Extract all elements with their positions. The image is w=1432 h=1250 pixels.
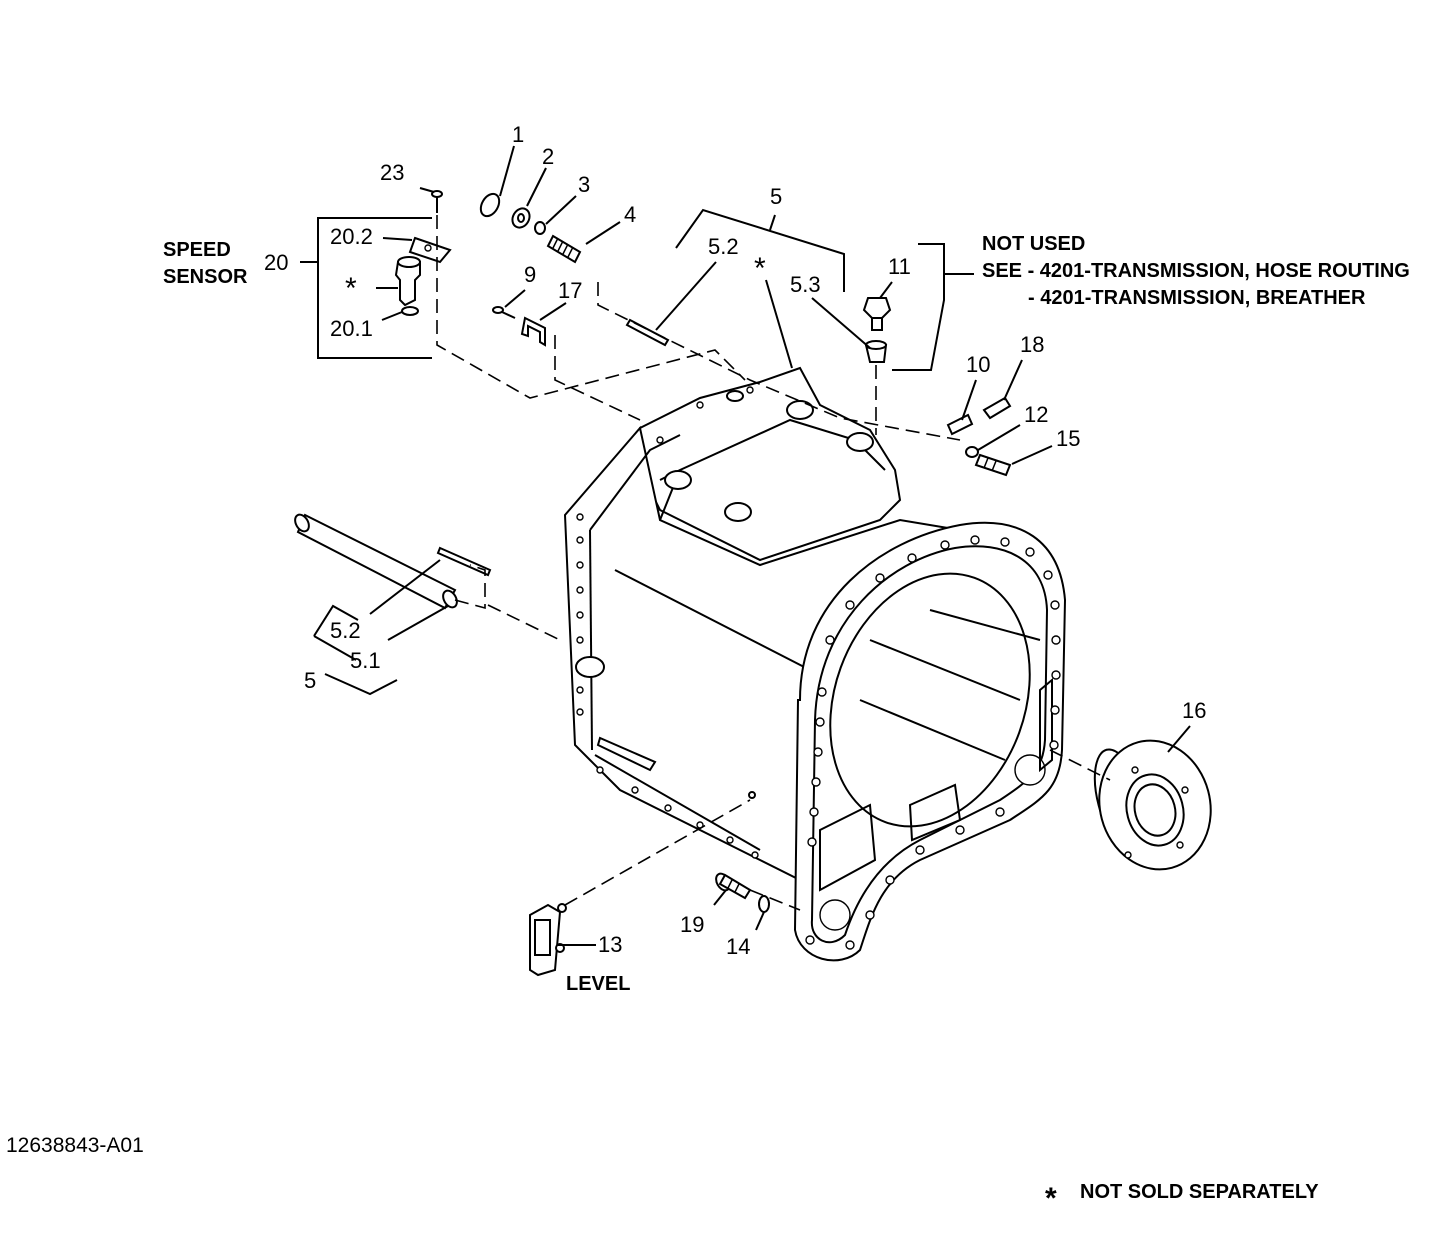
callout-20: 20 xyxy=(264,250,288,275)
callout-12: 12 xyxy=(1024,402,1048,427)
screw-part-23 xyxy=(431,190,443,213)
seal-part-16 xyxy=(1093,739,1212,871)
footnote: * NOT SOLD SEPARATELY xyxy=(1045,1181,1319,1215)
footnote-text: NOT SOLD SEPARATELY xyxy=(1080,1181,1319,1203)
callout-23: 23 xyxy=(380,160,404,185)
callout-20-1: 20.1 xyxy=(330,316,373,341)
speed-sensor-label-line1: SPEED xyxy=(163,239,231,261)
callout-18: 18 xyxy=(1020,332,1044,357)
callout-5-2-top: 5.2 xyxy=(708,234,739,259)
callout-4: 4 xyxy=(624,202,636,227)
callout-10: 10 xyxy=(966,352,990,377)
callout-16: 16 xyxy=(1182,698,1206,723)
callout-5-1: 5.1 xyxy=(350,648,381,673)
speed-sensor-label-line2: SENSOR xyxy=(163,266,248,288)
callout-13: 13 xyxy=(598,932,622,957)
snap-ring-part-1 xyxy=(479,192,501,218)
shaft-part-5-1 xyxy=(294,513,458,610)
screw-part-9 xyxy=(492,306,516,319)
washer-part-3 xyxy=(534,221,546,235)
callout-3: 3 xyxy=(578,172,590,197)
not-used-title: NOT USED xyxy=(982,233,1085,255)
callout-labels: 1 2 3 4 23 20.2 20 * 20.1 9 17 5 5.2 * 5… xyxy=(264,122,1206,959)
figure-id: 12638843-A01 xyxy=(6,1134,144,1157)
callout-17: 17 xyxy=(558,278,582,303)
pin-part-5-2-left xyxy=(436,546,492,577)
callout-1: 1 xyxy=(512,122,524,147)
callout-star-sensor: * xyxy=(345,272,357,305)
fitting-part-11 xyxy=(862,297,892,363)
not-used-reference-1: SEE - 4201-TRANSMISSION, HOSE ROUTING xyxy=(982,260,1410,282)
assembly-dashed-lines xyxy=(436,215,1111,911)
callout-2: 2 xyxy=(542,144,554,169)
speed-sensor-bracket xyxy=(408,236,452,264)
callout-15: 15 xyxy=(1056,426,1080,451)
level-label: LEVEL xyxy=(566,973,630,995)
transmission-housing xyxy=(563,366,1067,962)
footnote-symbol: * xyxy=(1045,1182,1057,1215)
callout-19: 19 xyxy=(680,912,704,937)
plug-part-10 xyxy=(946,413,974,436)
group-labels: SPEED SENSOR LEVEL NOT USED SEE - 4201-T… xyxy=(163,233,1410,995)
bolt-part-15 xyxy=(974,453,1012,477)
clip-part-17 xyxy=(520,316,546,347)
callout-20-2: 20.2 xyxy=(330,224,373,249)
side-bolt-holes xyxy=(576,386,759,859)
callout-14: 14 xyxy=(726,934,750,959)
not-used-reference-2: - 4201-TRANSMISSION, BREATHER xyxy=(1028,287,1366,309)
callout-11: 11 xyxy=(888,254,911,279)
callout-5-3: 5.3 xyxy=(790,272,821,297)
level-gauge-part-13 xyxy=(529,903,567,977)
callout-star-housing: * xyxy=(754,252,766,285)
speed-sensor-part xyxy=(394,256,421,316)
callout-5-top: 5 xyxy=(770,184,782,209)
callout-5-left: 5 xyxy=(304,668,316,693)
plug-part-18 xyxy=(982,396,1012,420)
flange-bolt-holes xyxy=(805,535,1061,950)
callout-5-2-left: 5.2 xyxy=(330,618,361,643)
spring-part-4 xyxy=(546,234,582,264)
callout-9: 9 xyxy=(524,262,536,287)
washer-part-14 xyxy=(758,895,770,913)
bolt-part-19 xyxy=(715,872,752,900)
washer-part-2 xyxy=(511,207,531,229)
leader-lines xyxy=(300,145,1191,946)
washer-part-12 xyxy=(965,446,979,458)
